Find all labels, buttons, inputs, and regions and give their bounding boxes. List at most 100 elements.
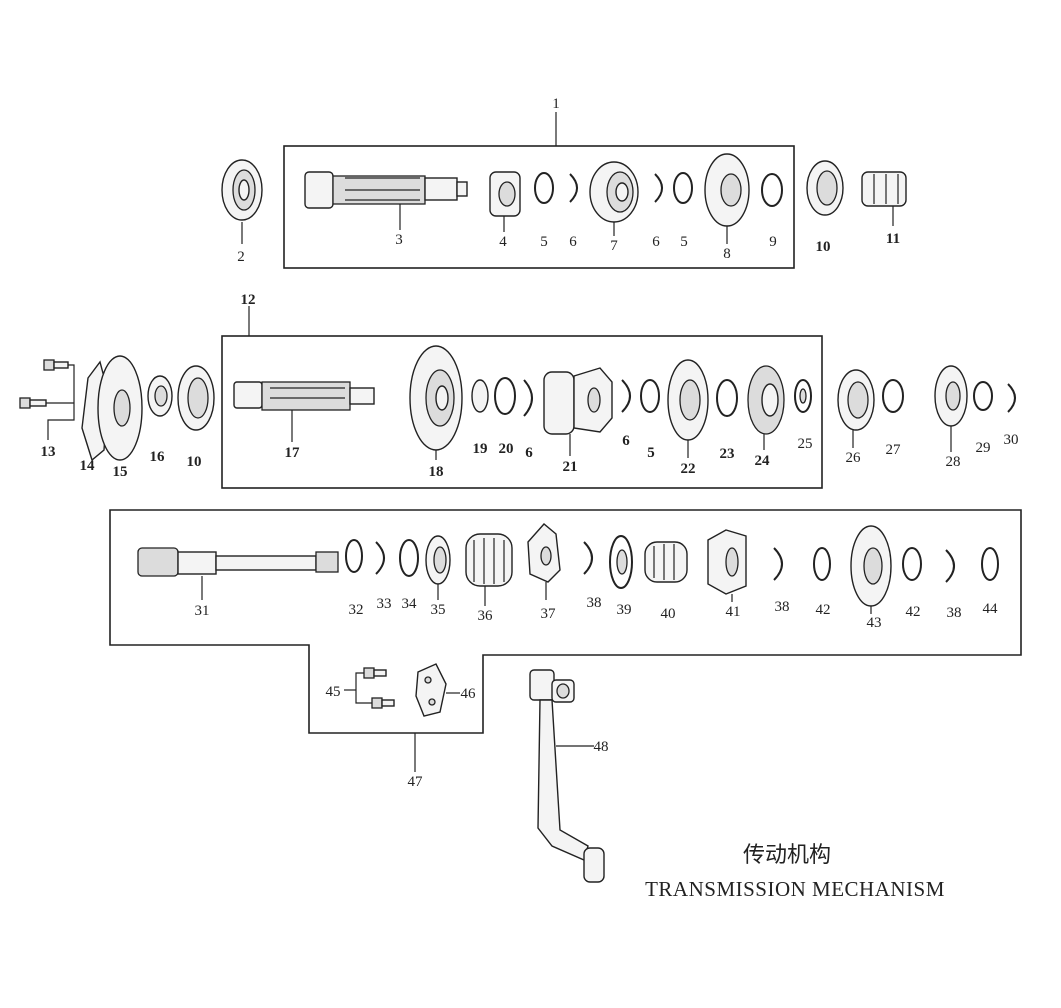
label-35: 35 <box>431 602 446 618</box>
label-34: 34 <box>402 596 418 612</box>
label-39: 39 <box>617 602 632 618</box>
label-43: 43 <box>867 615 882 631</box>
bearing-10b <box>177 365 215 431</box>
washer-42a <box>813 547 831 581</box>
label-38a: 38 <box>587 595 602 611</box>
washer-32 <box>345 539 363 573</box>
plate-46 <box>415 663 447 717</box>
countershaft-3 <box>304 171 468 209</box>
label-3: 3 <box>395 232 403 248</box>
circlip-30 <box>1007 383 1016 413</box>
washer-29 <box>973 381 993 411</box>
label-28: 28 <box>946 454 961 470</box>
circlip-33 <box>375 541 385 575</box>
label-5a: 5 <box>540 234 548 250</box>
label-17: 17 <box>285 445 301 461</box>
label-20: 20 <box>499 441 514 457</box>
label-47: 47 <box>408 774 424 790</box>
label-10b: 10 <box>187 454 202 470</box>
label-18: 18 <box>429 464 444 480</box>
label-32: 32 <box>349 602 364 618</box>
group-frame-12 <box>221 335 823 489</box>
label-44: 44 <box>983 601 999 617</box>
label-5b: 5 <box>680 234 688 250</box>
label-7: 7 <box>610 238 618 254</box>
label-46: 46 <box>461 686 477 702</box>
bearing-2 <box>221 159 263 221</box>
circlip-38a <box>583 541 593 575</box>
washer-39 <box>609 535 633 589</box>
label-24: 24 <box>755 453 771 469</box>
label-23: 23 <box>720 446 735 462</box>
screw-45b <box>371 697 395 709</box>
sprocket-15 <box>97 355 143 461</box>
label-6a: 6 <box>569 234 577 250</box>
washer-42b <box>902 547 922 581</box>
gear-8 <box>704 153 750 227</box>
label-33: 33 <box>377 596 392 612</box>
title-english: TRANSMISSION MECHANISM <box>645 877 945 901</box>
gear-21 <box>543 367 613 435</box>
label-13: 13 <box>41 444 56 460</box>
label-6c: 6 <box>525 445 533 461</box>
gear-43 <box>850 525 892 607</box>
label-16: 16 <box>150 449 166 465</box>
label-30: 30 <box>1004 432 1019 448</box>
label-21: 21 <box>563 459 578 475</box>
label-42b: 42 <box>906 604 921 620</box>
label-8: 8 <box>723 246 731 262</box>
washer-23 <box>716 379 738 417</box>
circlip-38c <box>945 549 955 583</box>
label-48: 48 <box>594 739 609 755</box>
label-41: 41 <box>726 604 741 620</box>
circlip-6d <box>621 379 631 413</box>
label-26: 26 <box>846 450 862 466</box>
washer-44 <box>981 547 999 581</box>
label-9: 9 <box>769 234 777 250</box>
group-frame-1 <box>283 145 795 269</box>
label-6b: 6 <box>652 234 660 250</box>
label-38b: 38 <box>775 599 790 615</box>
label-37: 37 <box>541 606 557 622</box>
washer-5a <box>534 172 554 204</box>
washer-25 <box>794 379 812 413</box>
label-42a: 42 <box>816 602 831 618</box>
label-25: 25 <box>798 436 813 452</box>
oil-seal-16 <box>147 375 173 417</box>
mainshaft-17 <box>233 381 375 411</box>
screw-45a <box>363 667 387 679</box>
gear-18 <box>409 345 463 451</box>
label-36: 36 <box>478 608 494 624</box>
gear-7 <box>589 161 639 223</box>
circlip-6b <box>654 173 663 203</box>
bolt-13b <box>19 397 47 409</box>
kick-lever-48 <box>529 669 605 883</box>
washer-9 <box>761 173 783 207</box>
label-1: 1 <box>552 96 560 112</box>
kickstart-shaft-31 <box>137 547 339 577</box>
label-14: 14 <box>80 458 96 474</box>
collar-35 <box>425 535 451 585</box>
circlip-38b <box>773 547 783 581</box>
washer-20 <box>494 377 516 415</box>
hub-11 <box>861 171 907 207</box>
label-12: 12 <box>241 292 256 308</box>
label-4: 4 <box>499 234 507 250</box>
label-45: 45 <box>326 684 341 700</box>
ratchet-41 <box>707 529 747 595</box>
label-5c: 5 <box>647 445 655 461</box>
label-40: 40 <box>661 606 676 622</box>
ratchet-guide-37 <box>527 523 561 583</box>
label-31: 31 <box>195 603 210 619</box>
gear-24 <box>747 365 785 435</box>
spring-40 <box>644 541 688 583</box>
label-22: 22 <box>681 461 696 477</box>
label-38c: 38 <box>947 605 962 621</box>
gear-22 <box>667 359 709 441</box>
bushing-19 <box>471 379 489 413</box>
label-19: 19 <box>473 441 488 457</box>
bolt-13a <box>43 359 69 371</box>
label-10a: 10 <box>816 239 831 255</box>
washer-34 <box>399 539 419 577</box>
